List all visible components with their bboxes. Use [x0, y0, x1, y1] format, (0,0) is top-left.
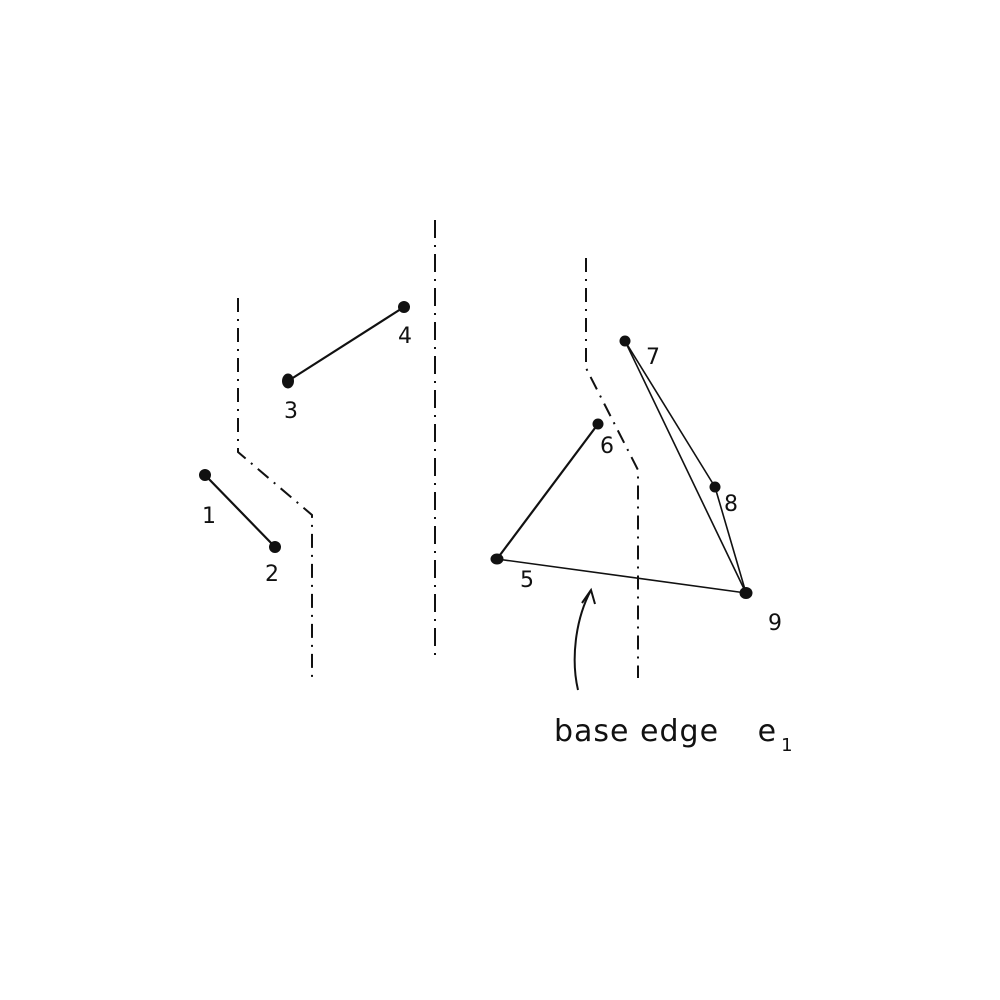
node-4 [398, 301, 410, 313]
node-label-8: 8 [724, 492, 738, 517]
edge-7-8 [624, 340, 716, 488]
annotation-symbol: e [757, 714, 778, 749]
annotation-arrow-icon [573, 589, 592, 691]
node-group [199, 301, 753, 599]
node-label-4: 4 [398, 324, 412, 349]
edge-group [204, 306, 747, 594]
node-label-5: 5 [520, 568, 534, 593]
node-6 [592, 418, 604, 430]
edge-7-9 [624, 340, 747, 594]
node-2 [269, 541, 281, 553]
node-1 [199, 469, 211, 481]
node-label-7: 7 [646, 345, 660, 370]
separator-line-left [237, 298, 313, 678]
node-3 [282, 373, 294, 389]
node-label-1: 1 [202, 504, 216, 529]
edge-3-4 [287, 306, 405, 382]
annotation-arrowhead-icon [581, 587, 596, 605]
annotation-text: base edge [554, 714, 720, 749]
node-label-6: 6 [600, 434, 614, 459]
edge-5-9 [496, 558, 747, 594]
separator-line-right [585, 258, 639, 678]
edge-8-9 [714, 486, 747, 594]
node-label-9: 9 [768, 611, 782, 636]
edge-5-6 [496, 423, 599, 560]
node-label-3: 3 [284, 399, 298, 424]
node-5 [490, 553, 504, 565]
edge-1-2 [204, 474, 276, 548]
node-8 [709, 481, 721, 493]
node-9 [739, 587, 753, 599]
node-7 [619, 335, 631, 347]
node-label-2: 2 [265, 562, 279, 587]
annotation-subscript: 1 [781, 735, 794, 756]
